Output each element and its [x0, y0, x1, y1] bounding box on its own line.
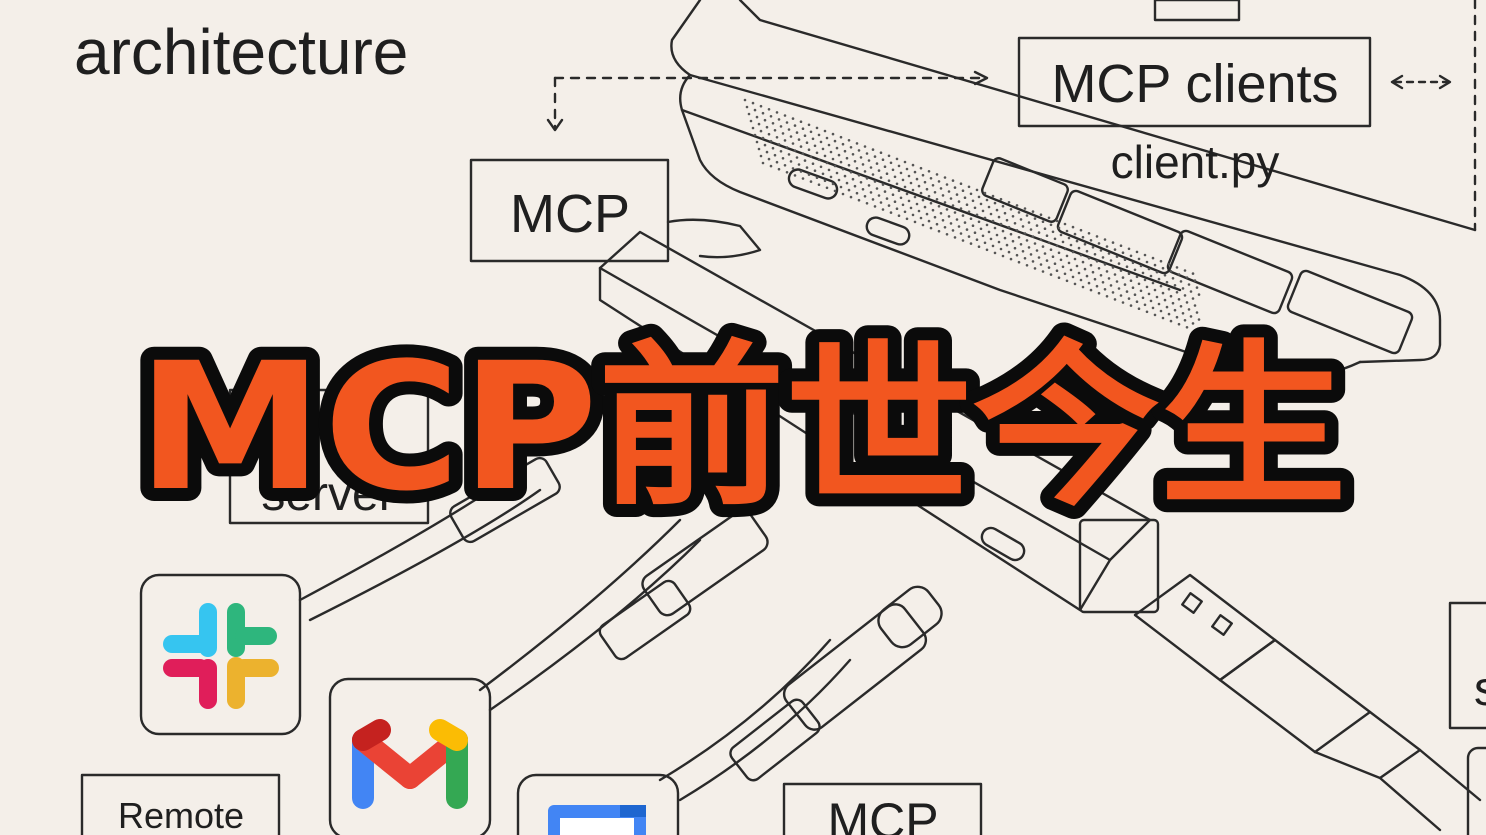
- laptop-illustration: [670, 0, 1477, 380]
- diagram-heading: architecture: [74, 16, 408, 88]
- calendar-icon: [548, 805, 646, 835]
- server-box-left-label: server: [261, 468, 394, 521]
- server-box-top-label: MCP: [510, 184, 630, 244]
- slack-icon: [163, 603, 279, 709]
- speaker-grille: [743, 98, 1201, 332]
- mcp-box-bottom-label: MCP: [827, 793, 938, 835]
- right-box-partial-label: s: [1474, 663, 1486, 716]
- usb-hub-illustration: [598, 218, 1160, 614]
- gmail-icon: [352, 719, 468, 809]
- client-box-label: MCP clients: [1051, 54, 1338, 114]
- usb-cable-illustration: [1133, 573, 1482, 832]
- client-file-label: client.py: [1111, 136, 1280, 188]
- remote-box-label: Remote: [118, 795, 244, 835]
